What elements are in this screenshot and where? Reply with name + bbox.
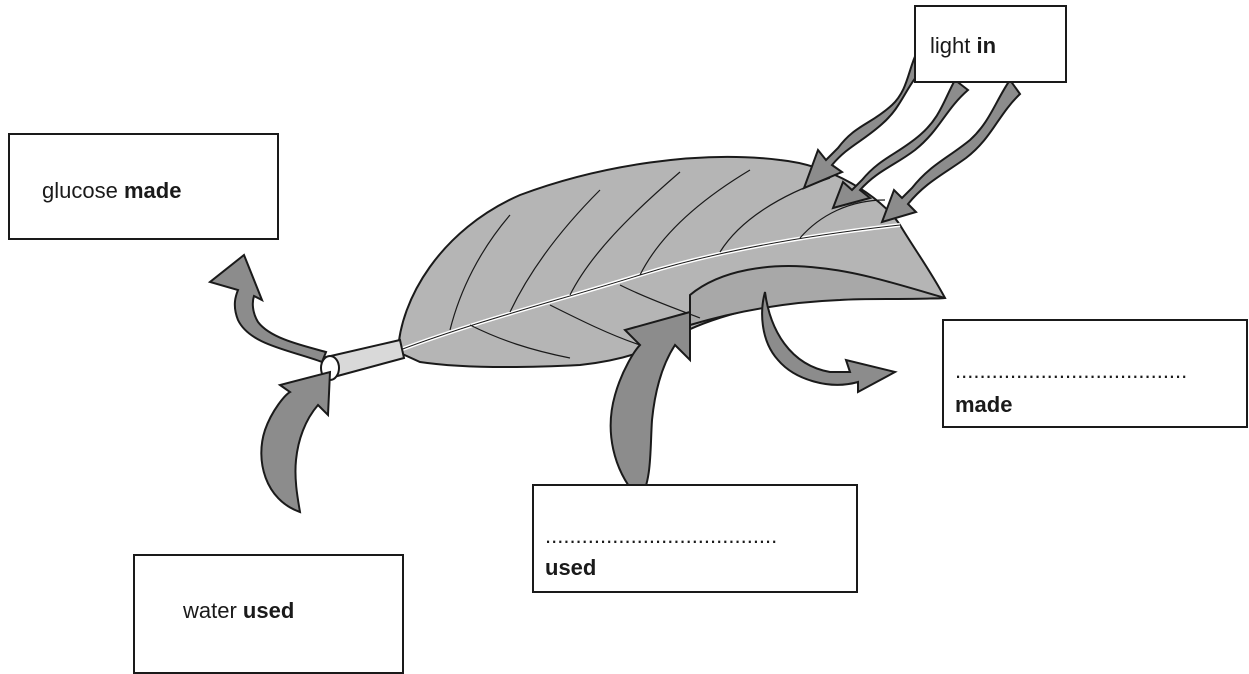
light-in-label: light in <box>930 33 996 59</box>
stem <box>321 340 404 380</box>
light-arrow-1 <box>804 52 930 188</box>
water-bold: used <box>243 598 294 623</box>
glucose-bold: made <box>124 178 181 203</box>
gas-made-arrow <box>762 292 895 392</box>
light-bold: in <box>976 33 996 58</box>
water-word: water <box>183 598 237 623</box>
blank-used-dots: ...................................... <box>545 523 777 549</box>
water-arrow <box>261 372 330 512</box>
glucose-word: glucose <box>42 178 118 203</box>
water-used-label: water used <box>183 598 294 624</box>
blank-made-bold: made <box>955 392 1012 417</box>
blank-made-label: made <box>955 392 1012 418</box>
light-word: light <box>930 33 970 58</box>
blank-made-dots: ...................................... <box>955 358 1187 384</box>
glucose-arrow <box>210 255 326 362</box>
blank-used-bold: used <box>545 555 596 580</box>
glucose-made-label: glucose made <box>42 178 181 204</box>
blank-used-label: used <box>545 555 596 581</box>
